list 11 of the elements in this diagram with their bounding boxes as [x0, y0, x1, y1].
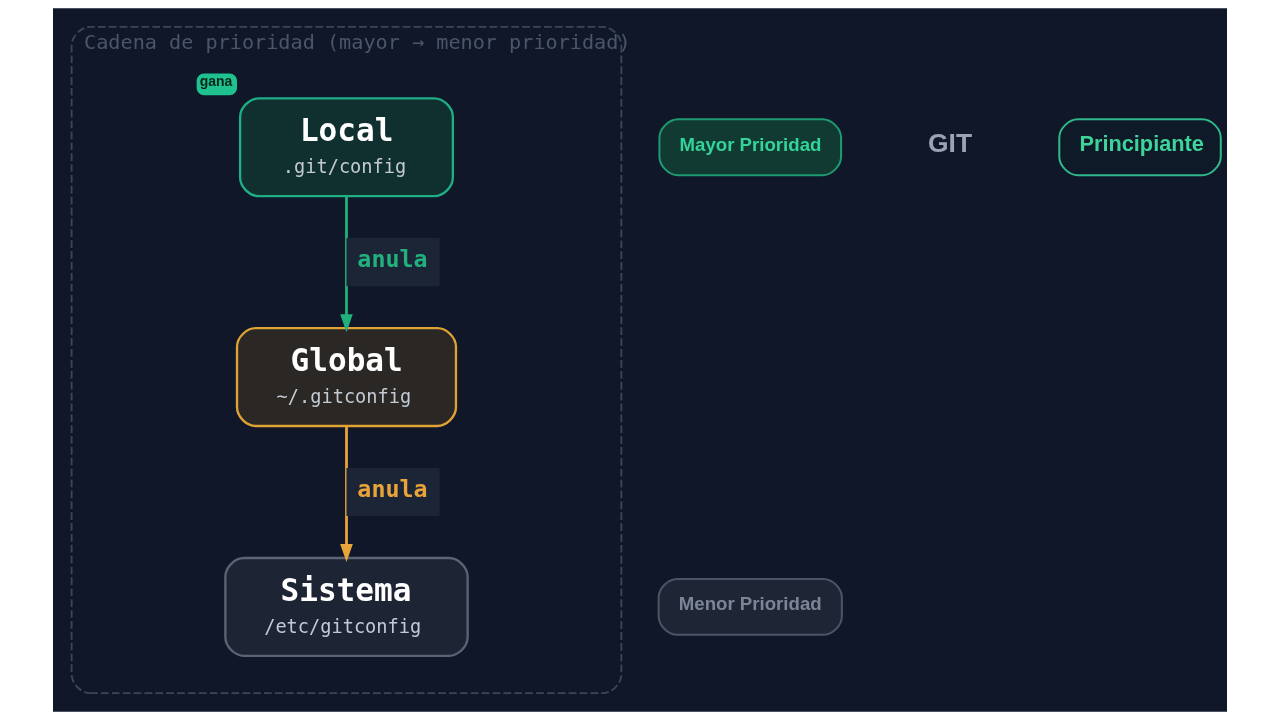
edge-label: anula [357, 244, 428, 272]
node-box: Sistema /etc/gitconfig [224, 556, 469, 657]
edge-label: anula [357, 474, 428, 502]
label: GIT [928, 128, 973, 159]
node-label: gana [199, 73, 233, 90]
arrow [340, 196, 353, 333]
node-box: Mayor Prioridad [658, 118, 843, 177]
node-box: Principiante [1058, 118, 1222, 177]
node-box: Global ~/.gitconfig [235, 327, 458, 428]
node-box: Menor Prioridad [657, 577, 843, 636]
arrow [340, 426, 353, 563]
